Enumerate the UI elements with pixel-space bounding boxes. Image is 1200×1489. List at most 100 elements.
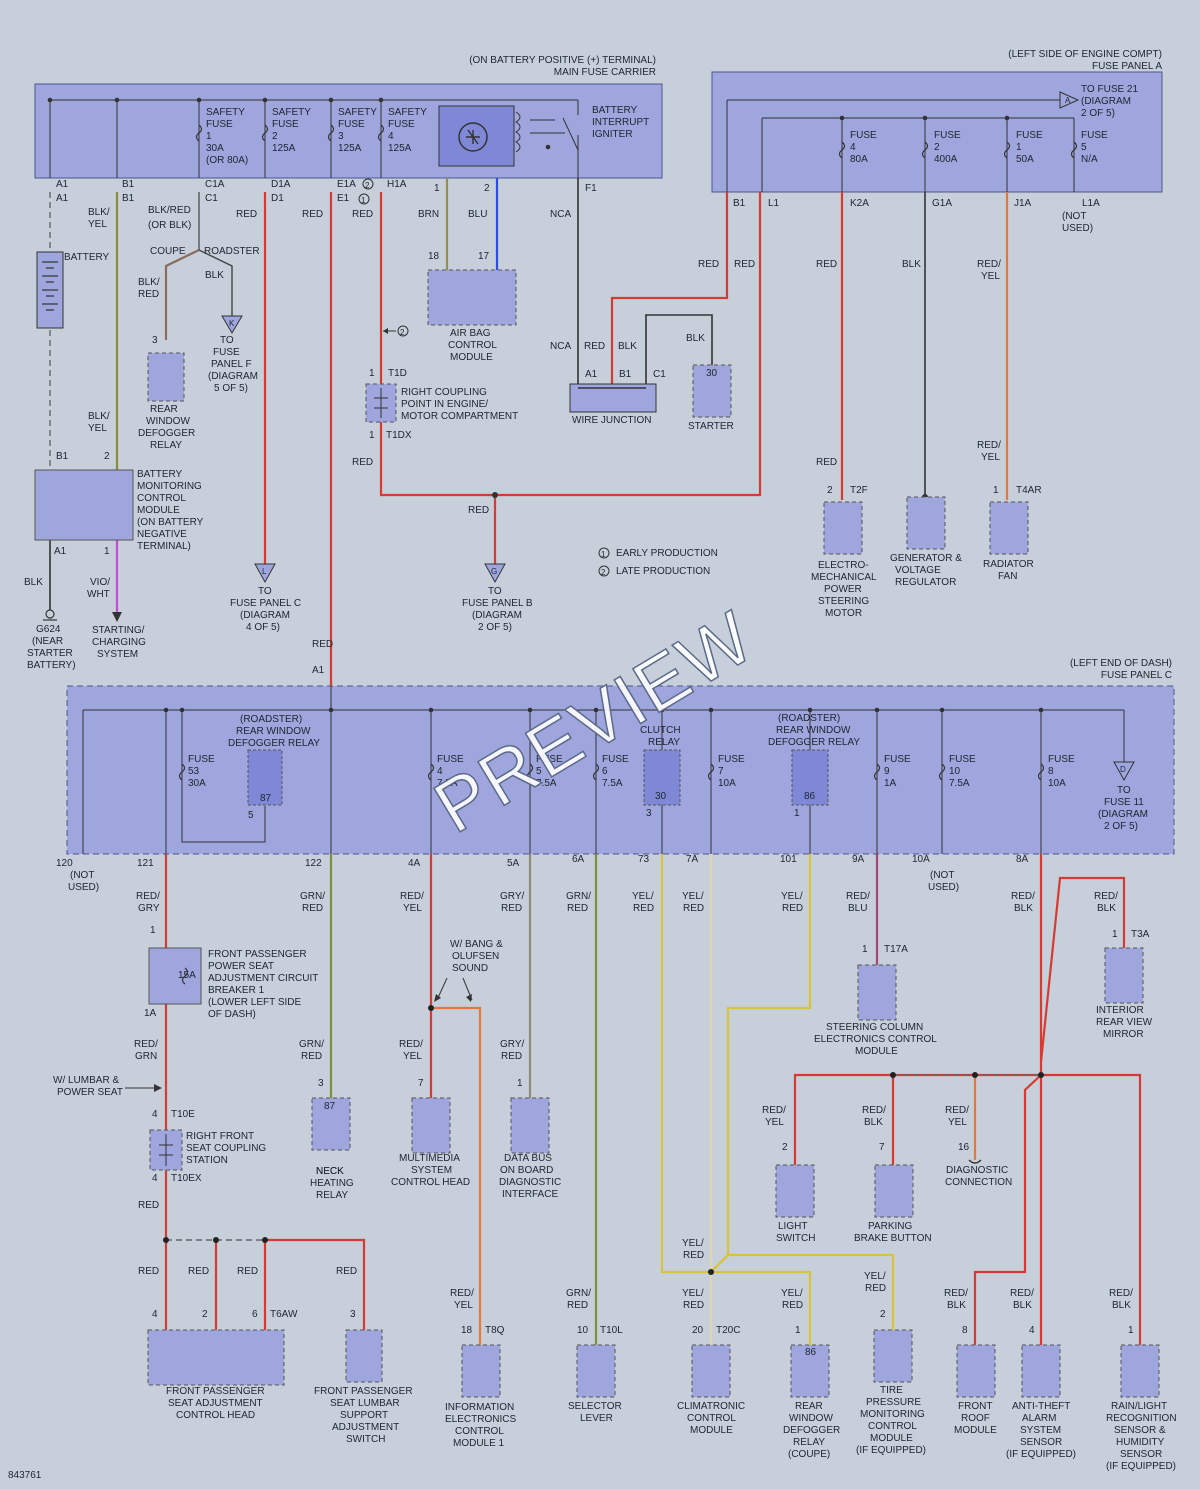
main-fuse-carrier-wiring (49, 99, 579, 178)
main-fuse-carrier-panel (34, 83, 663, 179)
diagram-label: SAFETY (272, 107, 311, 118)
steering-column-electronics-module (857, 964, 897, 1021)
diagram-label: C1A (205, 179, 225, 190)
diagram-label: FUSE (718, 754, 745, 765)
svg-text:2: 2 (601, 568, 606, 577)
diagram-label: CONNECTION (945, 1177, 1012, 1188)
rear-window-defogger-relay-coupe (790, 1344, 830, 1398)
diagram-label: RED (816, 457, 837, 468)
diagram-label: T6AW (270, 1309, 298, 1320)
diagram-label: STEERING (818, 596, 869, 607)
diagram-label: WIRE JUNCTION (572, 415, 651, 426)
diagram-label: RIGHT FRONT (186, 1131, 254, 1142)
diagram-label: PANEL F (211, 359, 252, 370)
diagram-label: N/A (1081, 154, 1098, 165)
diagram-label: BLK (686, 333, 705, 344)
diagram-label: TO FUSE 21 (1081, 84, 1138, 95)
air-bag-control-module (427, 269, 517, 326)
fuse-panel-c-junctions (163, 707, 1044, 713)
diagram-label: 87 (260, 793, 272, 804)
diagram-label: ADJUSTMENT CIRCUIT (208, 973, 318, 984)
diagram-label: YEL/ (682, 1288, 704, 1299)
diagram-label: GRN/ (566, 1288, 591, 1299)
diagram-label: RED/ (1094, 891, 1118, 902)
diagram-label: 8A (1016, 854, 1029, 865)
diagram-label: RED/ (1109, 1288, 1133, 1299)
diagram-label: REAR WINDOW (776, 725, 851, 736)
diagram-label: 5 OF 5) (214, 383, 248, 394)
diagram-label: RED (584, 341, 605, 352)
diagram-label: W/ LUMBAR & (53, 1075, 119, 1086)
diagram-label: BATTERY (64, 252, 110, 263)
diagram-label: 5A (507, 858, 520, 869)
diagram-label: J1A (1014, 198, 1032, 209)
diagram-label: FUSE (1081, 130, 1108, 141)
upper-wires (49, 178, 1009, 686)
starter (692, 364, 732, 418)
diagram-label: FRONT PASSENGER (314, 1386, 413, 1397)
diagram-label: RED/ (134, 1039, 158, 1050)
diagram-label: HUMIDITY (1116, 1437, 1165, 1448)
diagram-label: STARTER (688, 421, 734, 432)
climatronic-control-module (691, 1344, 731, 1398)
diagram-label: BLK (618, 341, 637, 352)
diagram-label: BATTERY (592, 105, 638, 116)
diagram-label: BLK (947, 1300, 966, 1311)
diagram-label: AIR BAG (450, 328, 491, 339)
radiator-fan (989, 501, 1029, 555)
diagram-label: 20 (692, 1325, 704, 1336)
diagram-label: L1 (768, 198, 780, 209)
diagram-label: PARKING (868, 1221, 912, 1232)
diagram-label: OF DASH) (208, 1009, 256, 1020)
diagram-label: 50A (1016, 154, 1034, 165)
interior-rear-view-mirror (1104, 947, 1144, 1004)
diagram-label: RED/ (846, 891, 870, 902)
diagram-label: 4 (152, 1173, 158, 1184)
diagram-label: B1 (122, 179, 135, 190)
diagram-label: HEATING (310, 1178, 354, 1189)
diagram-label: RED (782, 903, 803, 914)
diagram-label: RED (734, 259, 755, 270)
diagram-label: 2 (782, 1142, 788, 1153)
diagram-label: COUPE (150, 246, 186, 257)
diagram-label: RED (188, 1266, 209, 1277)
fuse-panel-c-fuse-symbols (178, 763, 1045, 781)
diagram-label: YEL/ (781, 891, 803, 902)
rain-light-recognition-sensor (1120, 1344, 1160, 1398)
diagram-label: RED (138, 1200, 159, 1211)
light-switch (775, 1164, 815, 1218)
diagram-label: 18 (428, 251, 440, 262)
diagram-label: CLUTCH (640, 725, 681, 736)
diagram-label: 121 (137, 858, 154, 869)
diagram-label: (DIAGRAM (1098, 809, 1148, 820)
diagram-label: SYSTEM (411, 1165, 452, 1176)
diagram-label: TERMINAL) (137, 541, 191, 552)
diagram-label: 125A (338, 143, 362, 154)
diagram-label: 86 (805, 1347, 817, 1358)
diagram-label: FUSE 11 (1104, 797, 1144, 808)
diagram-label: 7.5A (602, 778, 623, 789)
diagram-label: BATTERY) (27, 660, 76, 671)
diagram-label: T2F (850, 485, 868, 496)
diagram-label: GRY/ (500, 891, 524, 902)
diagram-label: NCA (550, 341, 571, 352)
diagnostic-connection-symbol (968, 1159, 982, 1164)
diagram-label: BLK/ (88, 411, 110, 422)
legend-early-production: EARLY PRODUCTION (616, 548, 718, 559)
clutch-relay (643, 749, 681, 806)
diagram-label: 1 (1016, 142, 1022, 153)
diagram-label: POWER (824, 584, 862, 595)
diagram-label: CONTROL (868, 1421, 917, 1432)
diagram-label: 10A (912, 854, 930, 865)
diagram-label: 4 (1029, 1325, 1035, 1336)
diagram-label: (NOT (70, 870, 94, 881)
diagram-label: RED (501, 903, 522, 914)
diagram-label: (DIAGRAM (208, 371, 258, 382)
diagram-label: 5 (536, 766, 542, 777)
diagram-label: FUSE (1016, 130, 1043, 141)
diagram-label: D1 (271, 193, 284, 204)
diagram-label: REGULATOR (895, 577, 956, 588)
diagram-label: CONTROL HEAD (176, 1410, 255, 1421)
front-roof-module (956, 1344, 996, 1398)
